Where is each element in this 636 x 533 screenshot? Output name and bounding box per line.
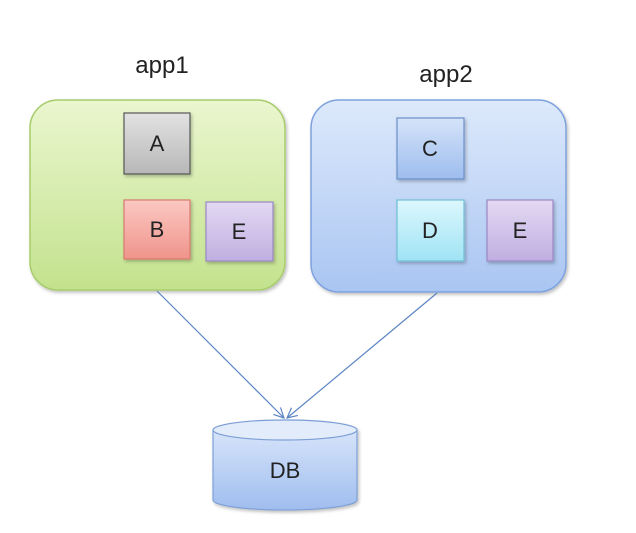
- component-c-label: C: [422, 136, 438, 161]
- component-e-app2: E: [486, 199, 554, 262]
- component-b: B: [123, 199, 191, 260]
- app1-title: app1: [135, 52, 188, 79]
- component-a-label: A: [150, 131, 165, 156]
- component-e-app1-label: E: [232, 219, 247, 244]
- component-c: C: [396, 117, 465, 180]
- component-d: D: [396, 199, 465, 262]
- component-e-app2-label: E: [513, 218, 528, 243]
- database-cylinder: DB: [212, 419, 358, 511]
- component-e-app1: E: [205, 201, 274, 262]
- connector-app1-db: [156, 290, 284, 418]
- database-label: DB: [270, 458, 301, 483]
- component-a: A: [123, 112, 191, 175]
- component-d-label: D: [422, 218, 438, 243]
- component-b-label: B: [150, 217, 165, 242]
- connector-app2-db: [287, 292, 438, 418]
- app2-title: app2: [419, 61, 472, 88]
